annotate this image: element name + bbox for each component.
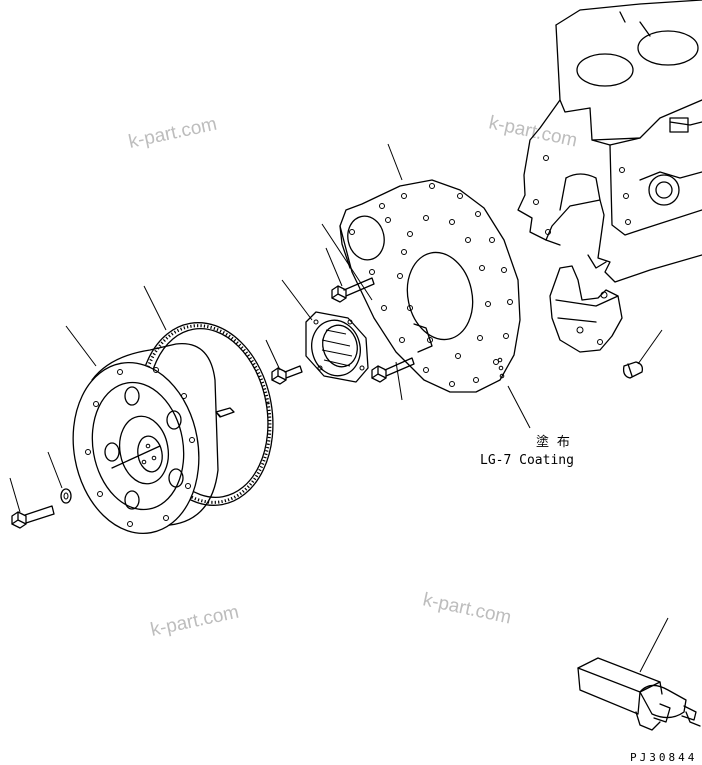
flywheel-bolt <box>11 505 55 529</box>
bolt <box>331 277 375 303</box>
flywheel-housing-plate <box>339 179 521 393</box>
bolt <box>371 357 415 383</box>
watermark: k-part.com <box>149 602 241 641</box>
watermark: k-part.com <box>487 112 579 151</box>
alignment-tool <box>577 657 701 731</box>
figure-code: PJ30844 <box>630 751 697 764</box>
flywheel <box>72 343 219 535</box>
dowel-pin <box>215 407 235 418</box>
watermark: k-part.com <box>421 589 513 628</box>
engine-block <box>517 0 702 379</box>
watermark: k-part.com <box>127 114 219 153</box>
coating-note-en: LG-7 Coating <box>480 453 574 468</box>
oil-seal-retainer <box>305 311 369 383</box>
washer <box>60 488 72 504</box>
leader-lines <box>9 143 669 673</box>
bolt <box>271 365 303 385</box>
coating-note-cjk: 塗 布 <box>536 434 570 450</box>
